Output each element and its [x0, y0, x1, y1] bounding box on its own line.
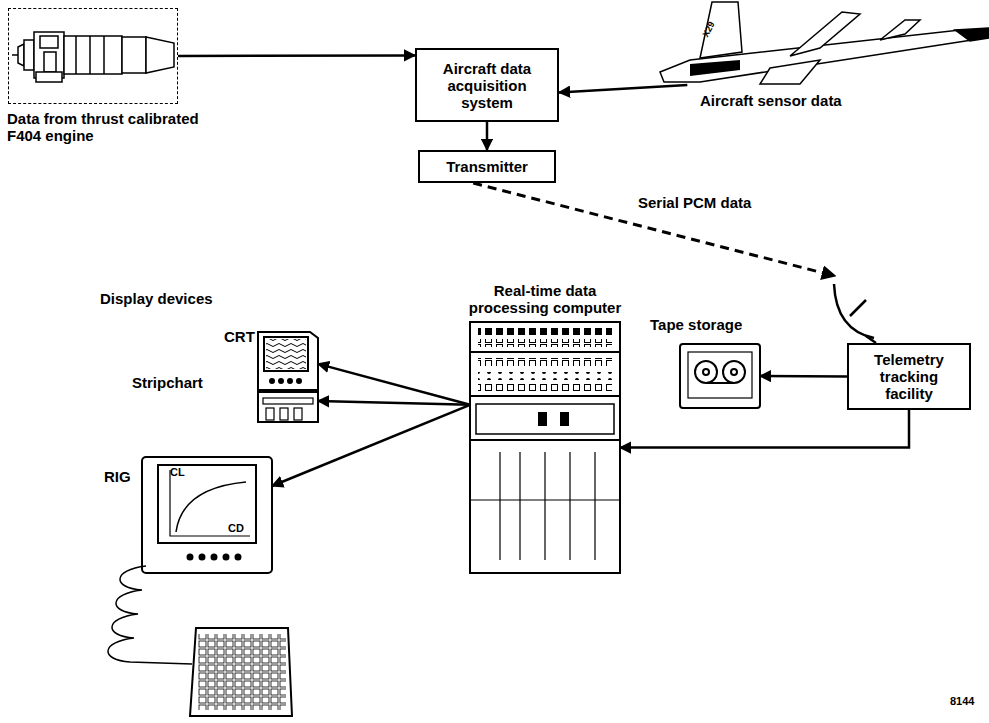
antenna-dish: [834, 284, 876, 343]
node-outline: [258, 392, 318, 422]
node-box: X29: [650, 0, 989, 85]
connector-arrow: [473, 183, 835, 276]
node-box: RIG: [100, 452, 295, 720]
node-label: Data from thrust calibrated F404 engine: [7, 110, 202, 144]
connector-arrow: [559, 85, 687, 92]
node-box: Real-time data processing computer: [455, 282, 635, 575]
connector-arrow: [318, 364, 470, 405]
tape-drive: [680, 344, 760, 408]
node-outline: [680, 344, 760, 408]
connector-arrow: [486, 122, 489, 150]
connector-arrow: [178, 54, 415, 57]
node-label: Real-time data processing computer: [455, 282, 635, 316]
node-label: CRT: [224, 328, 258, 345]
node-box: Tape storage: [640, 316, 770, 410]
stripchart-recorder: [258, 392, 318, 422]
connector-arrow: [272, 405, 470, 486]
node-label: X29: [697, 14, 721, 46]
edge-label: Serial PCM data: [636, 194, 753, 211]
connector-arrow: [620, 410, 909, 448]
aircraft-drawing: [660, 2, 989, 84]
edge-label: Aircraft sensor data: [698, 92, 844, 109]
node-outline: [142, 457, 272, 573]
annotation-label: 8144: [950, 695, 974, 708]
engine-drawing: [12, 32, 174, 82]
connector-arrow: [760, 375, 847, 378]
node-box: Data from thrust calibrated F404 engine: [5, 6, 205, 156]
node-label: RIG: [104, 468, 142, 485]
node-box: Telemetry tracking facility: [828, 276, 970, 412]
node-outline: [8, 8, 178, 104]
crt-monitor: [258, 332, 318, 390]
annotation-label: Display devices: [100, 290, 213, 307]
rig-terminal: [108, 457, 292, 716]
node-outline: [258, 332, 318, 390]
node-label: Tape storage: [650, 316, 770, 333]
node-label: Aircraft data acquisition system: [417, 60, 557, 111]
node-label: Stripchart: [132, 374, 242, 391]
node-box: Stripchart: [132, 372, 322, 427]
node-box: Aircraft data acquisition system: [415, 48, 559, 122]
annotation-label: CD: [228, 522, 244, 535]
node-box: CRT: [222, 326, 322, 394]
annotation-label: CL: [170, 466, 185, 479]
node-label: Telemetry tracking facility: [849, 351, 969, 402]
node-label: Transmitter: [440, 158, 534, 175]
node-box: Transmitter: [418, 150, 556, 183]
computer-cabinet: [470, 322, 620, 573]
node-outline: Telemetry tracking facility: [847, 343, 971, 410]
connector-arrow: [318, 401, 470, 405]
node-outline: [470, 322, 620, 573]
